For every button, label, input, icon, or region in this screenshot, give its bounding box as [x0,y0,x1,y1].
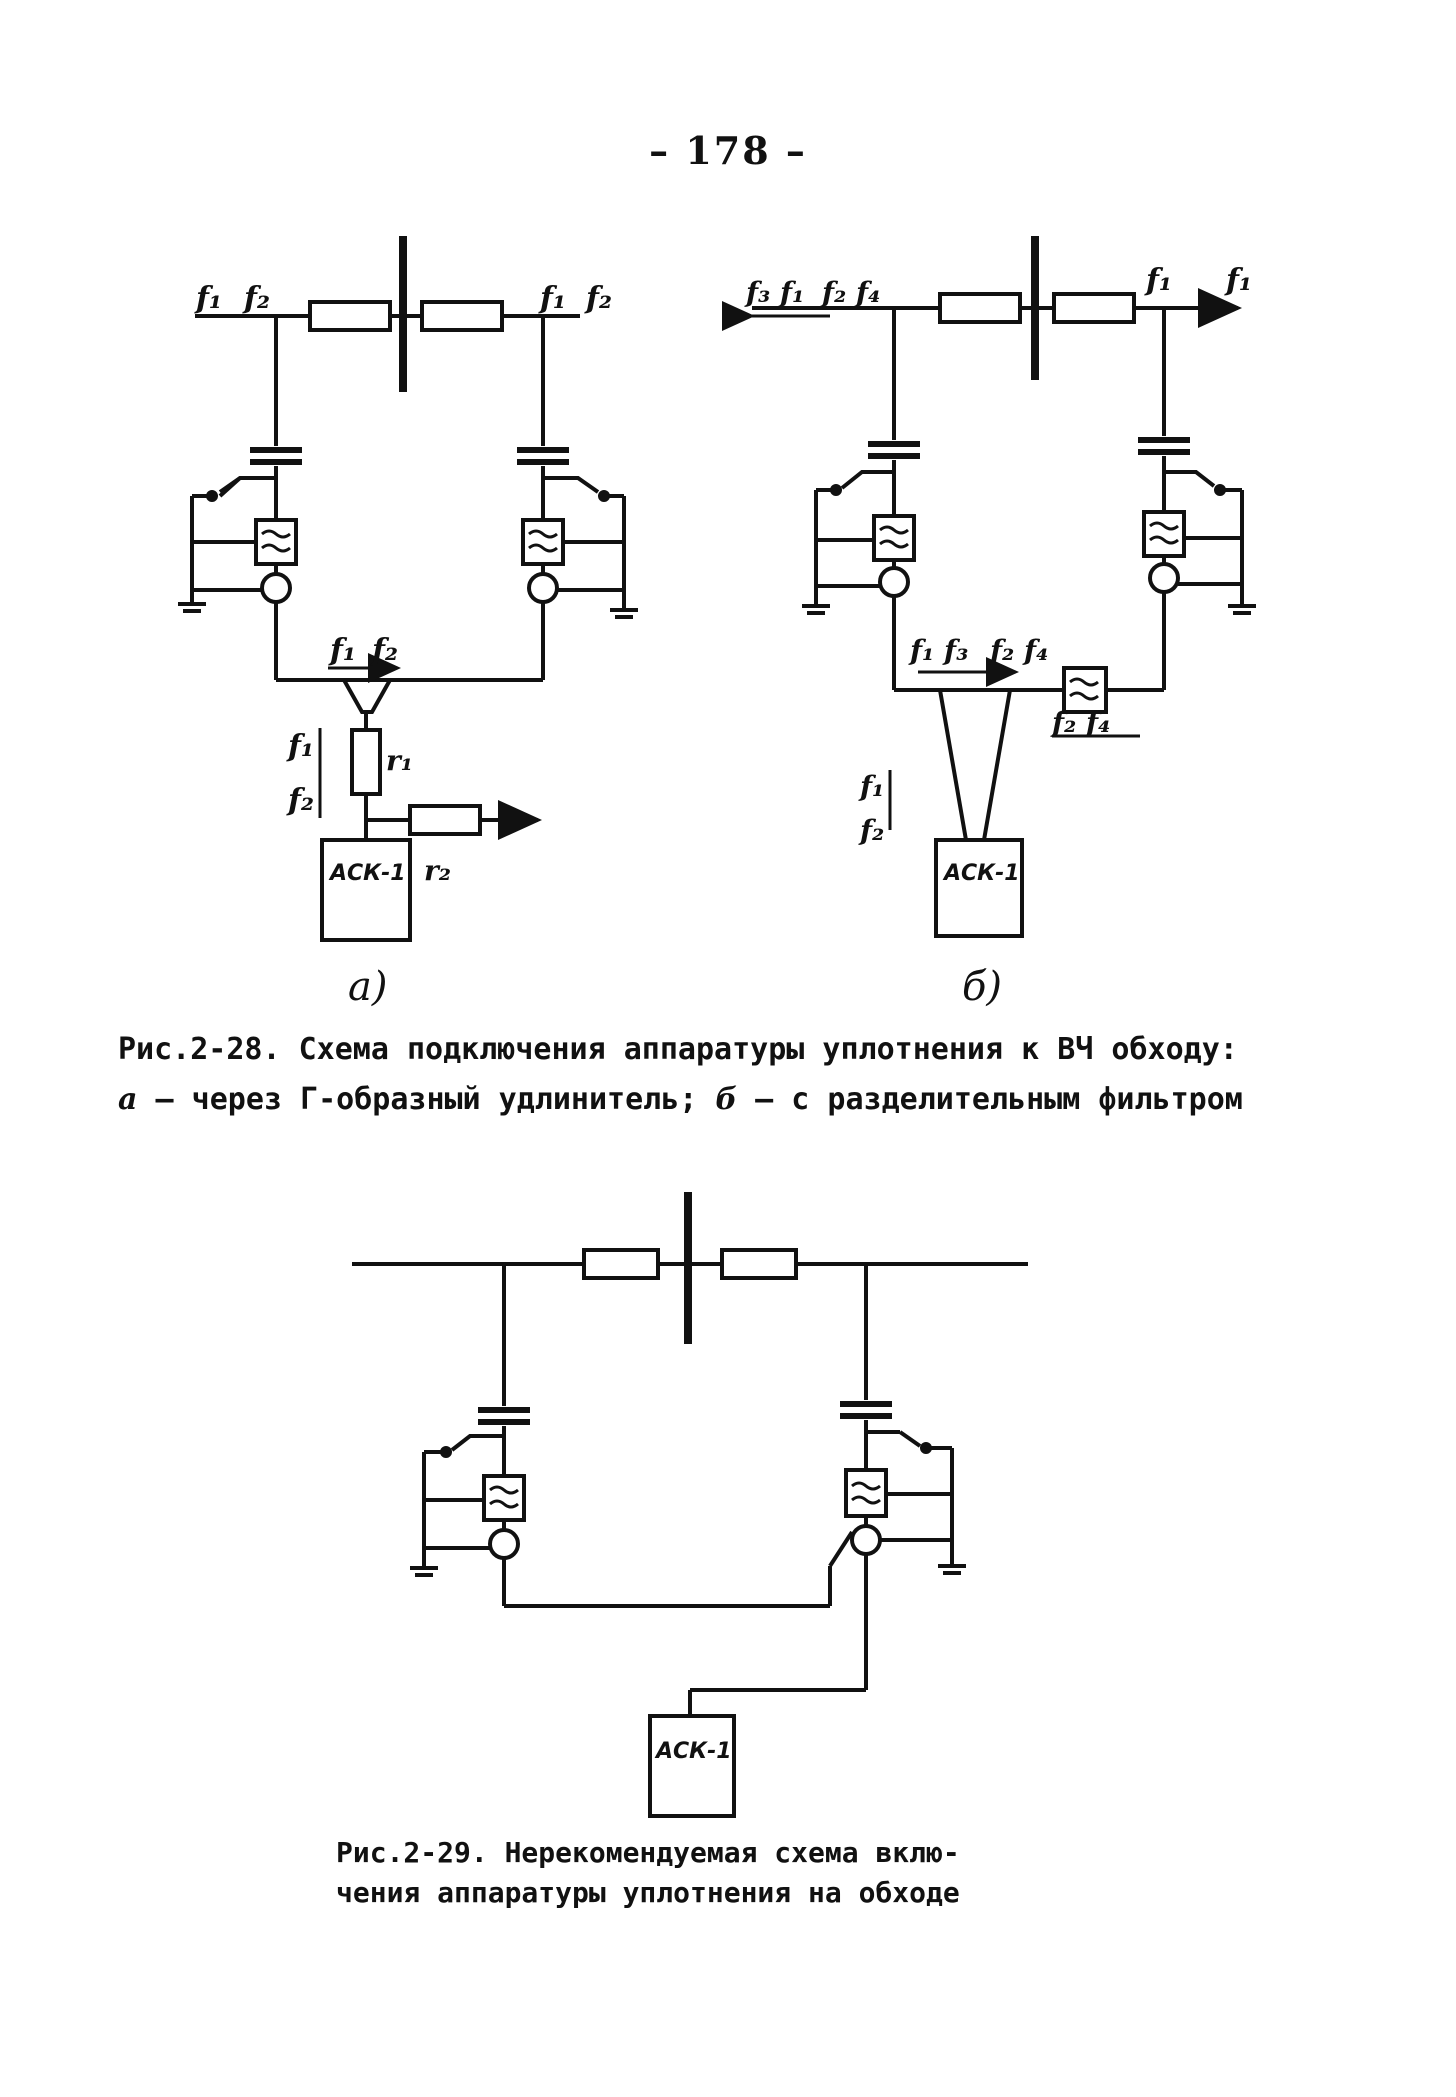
figure-29-caption-line1: Рис.2-29. Нерекомендуемая схема вклю- [336,1836,960,1869]
label-f2-f4: f₂ f₄ [820,276,880,309]
fig-b-resistor-left [938,292,1022,324]
figure-a [178,236,638,942]
label-f2: f₂ [286,783,314,818]
fig-a-transformer-right [527,572,559,604]
caption-marker-a: а [118,1082,138,1117]
figure-a-labels: f₁ f₂ f₁ f₂ f₁ f₂ f₁ f₂ r₁ r₂ АСК-1 а) [194,281,612,1010]
label-f1: f₁ [286,729,314,764]
fig29-filter-left [482,1474,526,1522]
label-r2: r₂ [424,854,451,887]
fig-a-transformer-left [260,572,292,604]
label-f1: f₁ [328,633,356,668]
fig-a-unit-box [320,838,412,942]
fig-b-filter-right [1142,510,1186,558]
figure-28-caption-line1: Рис.2-28. Схема подключения аппаратуры у… [118,1032,1238,1067]
fig-a-resistor-r1 [350,728,382,796]
label-f2-f4: f₂ f₄ [988,634,1048,667]
fig29-unit-box [648,1714,736,1818]
fig-b-unit-label: АСК-1 [942,861,1020,886]
figure-29 [352,1192,1028,1818]
fig-a-filter-right [521,518,565,566]
label-f1: f₁ [194,281,222,316]
fig29-resistor-left [582,1248,660,1280]
fig-a-resistor-left [308,300,392,332]
label-f2: f₂ [370,633,398,668]
page-number: – 178 – [649,128,807,173]
fig29-unit-label: АСК-1 [654,1739,732,1764]
label-f1-f3: f₁ f₃ [908,634,968,667]
figure-b [722,236,1256,938]
fig-b-transformer-left [878,566,910,598]
label-f2: f₂ [242,281,270,316]
caption-marker-b: б [715,1082,738,1117]
fig-a-filter-left [254,518,298,566]
figure-29-caption-line2: чения аппаратуры уплотнения на обходе [336,1876,960,1909]
fig-b-separating-filter [1062,666,1108,714]
fig-b-resistor-right [1052,292,1136,324]
label-f1: f₁ [538,281,566,316]
fig29-filter-right [844,1468,888,1518]
fig29-transformer-right [850,1524,882,1556]
label-f1: f₁ [1144,263,1172,298]
fig-a-resistor-right [420,300,504,332]
figure-28-caption-line2: а – через Г-образный удлинитель; б – с р… [118,1082,1243,1117]
label-f1: f₁ [858,770,884,803]
fig-a-unit-label: АСК-1 [328,861,406,886]
fig-b-filter-left [872,514,916,562]
fig-b-unit-box [934,838,1024,938]
caption-text-a: – через Г-образный удлинитель; [137,1082,716,1117]
fig-a-sublabel: а) [348,964,387,1010]
caption-text-b: – с разделительным фильтром [737,1082,1243,1117]
fig-a-resistor-r2 [408,804,482,836]
label-f2-f4: f₂ f₄ [1050,706,1110,739]
label-f1: f₁ [1224,263,1252,298]
fig29-transformer-left [488,1528,520,1560]
fig-b-transformer-right [1148,562,1180,594]
label-r1: r₁ [386,744,413,777]
fig-b-sublabel: б) [962,964,1002,1010]
fig29-resistor-right [720,1248,798,1280]
label-f2: f₂ [584,281,612,316]
label-f3-f1: f₃ f₁ [744,276,804,309]
label-f2: f₂ [858,814,884,847]
figure-b-labels: f₃ f₁ f₂ f₄ f₁ f₁ f₁ f₃ f₂ f₄ f₂ f₄ f₁ f… [744,263,1252,1010]
